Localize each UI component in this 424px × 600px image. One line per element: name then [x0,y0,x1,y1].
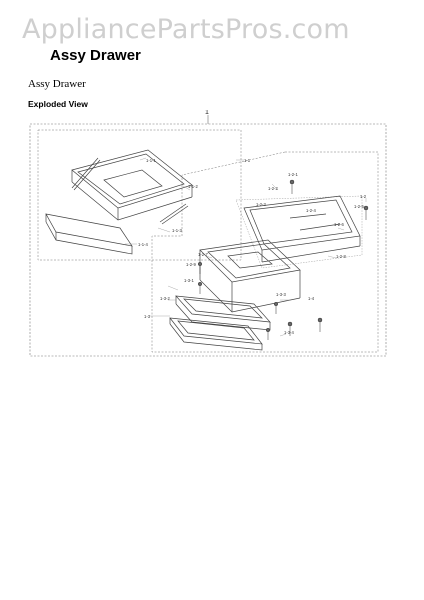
part-callouts: 1-1 1-1-1 1-1-2 1-1-3 1-1-4 1-2 1-2-1 1-… [138,158,367,335]
callout-label: 1-1-2 [188,184,198,189]
callout-label: 1-3 [144,314,151,319]
drawer-lower-panel [169,317,263,351]
drawer-front-bezel [175,295,271,331]
drawer-tray [71,149,193,221]
callout-label: 1-3-4 [284,330,294,335]
callout-label: 1-2-4 [306,208,316,213]
callout-label: 1-2-2 [268,186,278,191]
drawer-frame-cover [243,195,361,263]
drawer-inner-box [199,239,301,313]
callout-label: 1-2-6 [334,222,344,227]
callout-label: 1-2-7 [198,252,208,257]
callout-label: 1-3-2 [160,296,170,301]
leader-lines [125,157,367,337]
callout-label: 1-2 [360,194,367,199]
exploded-view-diagram: 1 [29,110,387,357]
section-label: Exploded View [28,99,88,109]
callout-label: 1-2-1 [288,172,298,177]
callout-label: 1-2-9 [186,262,196,267]
callout-label: 1-2-8 [336,254,346,259]
callout-label: 1-1 [244,158,251,163]
callout-label: 1-1-1 [146,158,156,163]
watermark: AppliancePartsPros.com [22,14,350,45]
callout-label: 1-1-4 [138,242,148,247]
page-title: Assy Drawer [50,47,141,64]
assembly-callout: 1 [205,110,209,116]
callout-label: 1-1-3 [172,228,182,233]
sub-assembly-frame-right [151,151,379,353]
drawer-rails [71,157,189,225]
screw-icon [197,179,369,340]
callout-label: 1-4 [308,296,315,301]
callout-label: 1-2-5 [354,204,364,209]
page-subtitle: Assy Drawer [28,78,86,90]
callout-label: 1-2-3 [256,202,266,207]
sub-assembly-frame-inner [235,195,363,269]
drawer-front-panel [45,213,133,255]
sub-assembly-frame-left [37,129,242,261]
callout-label: 1-3-3 [276,292,286,297]
callout-label: 1-3-1 [184,278,194,283]
